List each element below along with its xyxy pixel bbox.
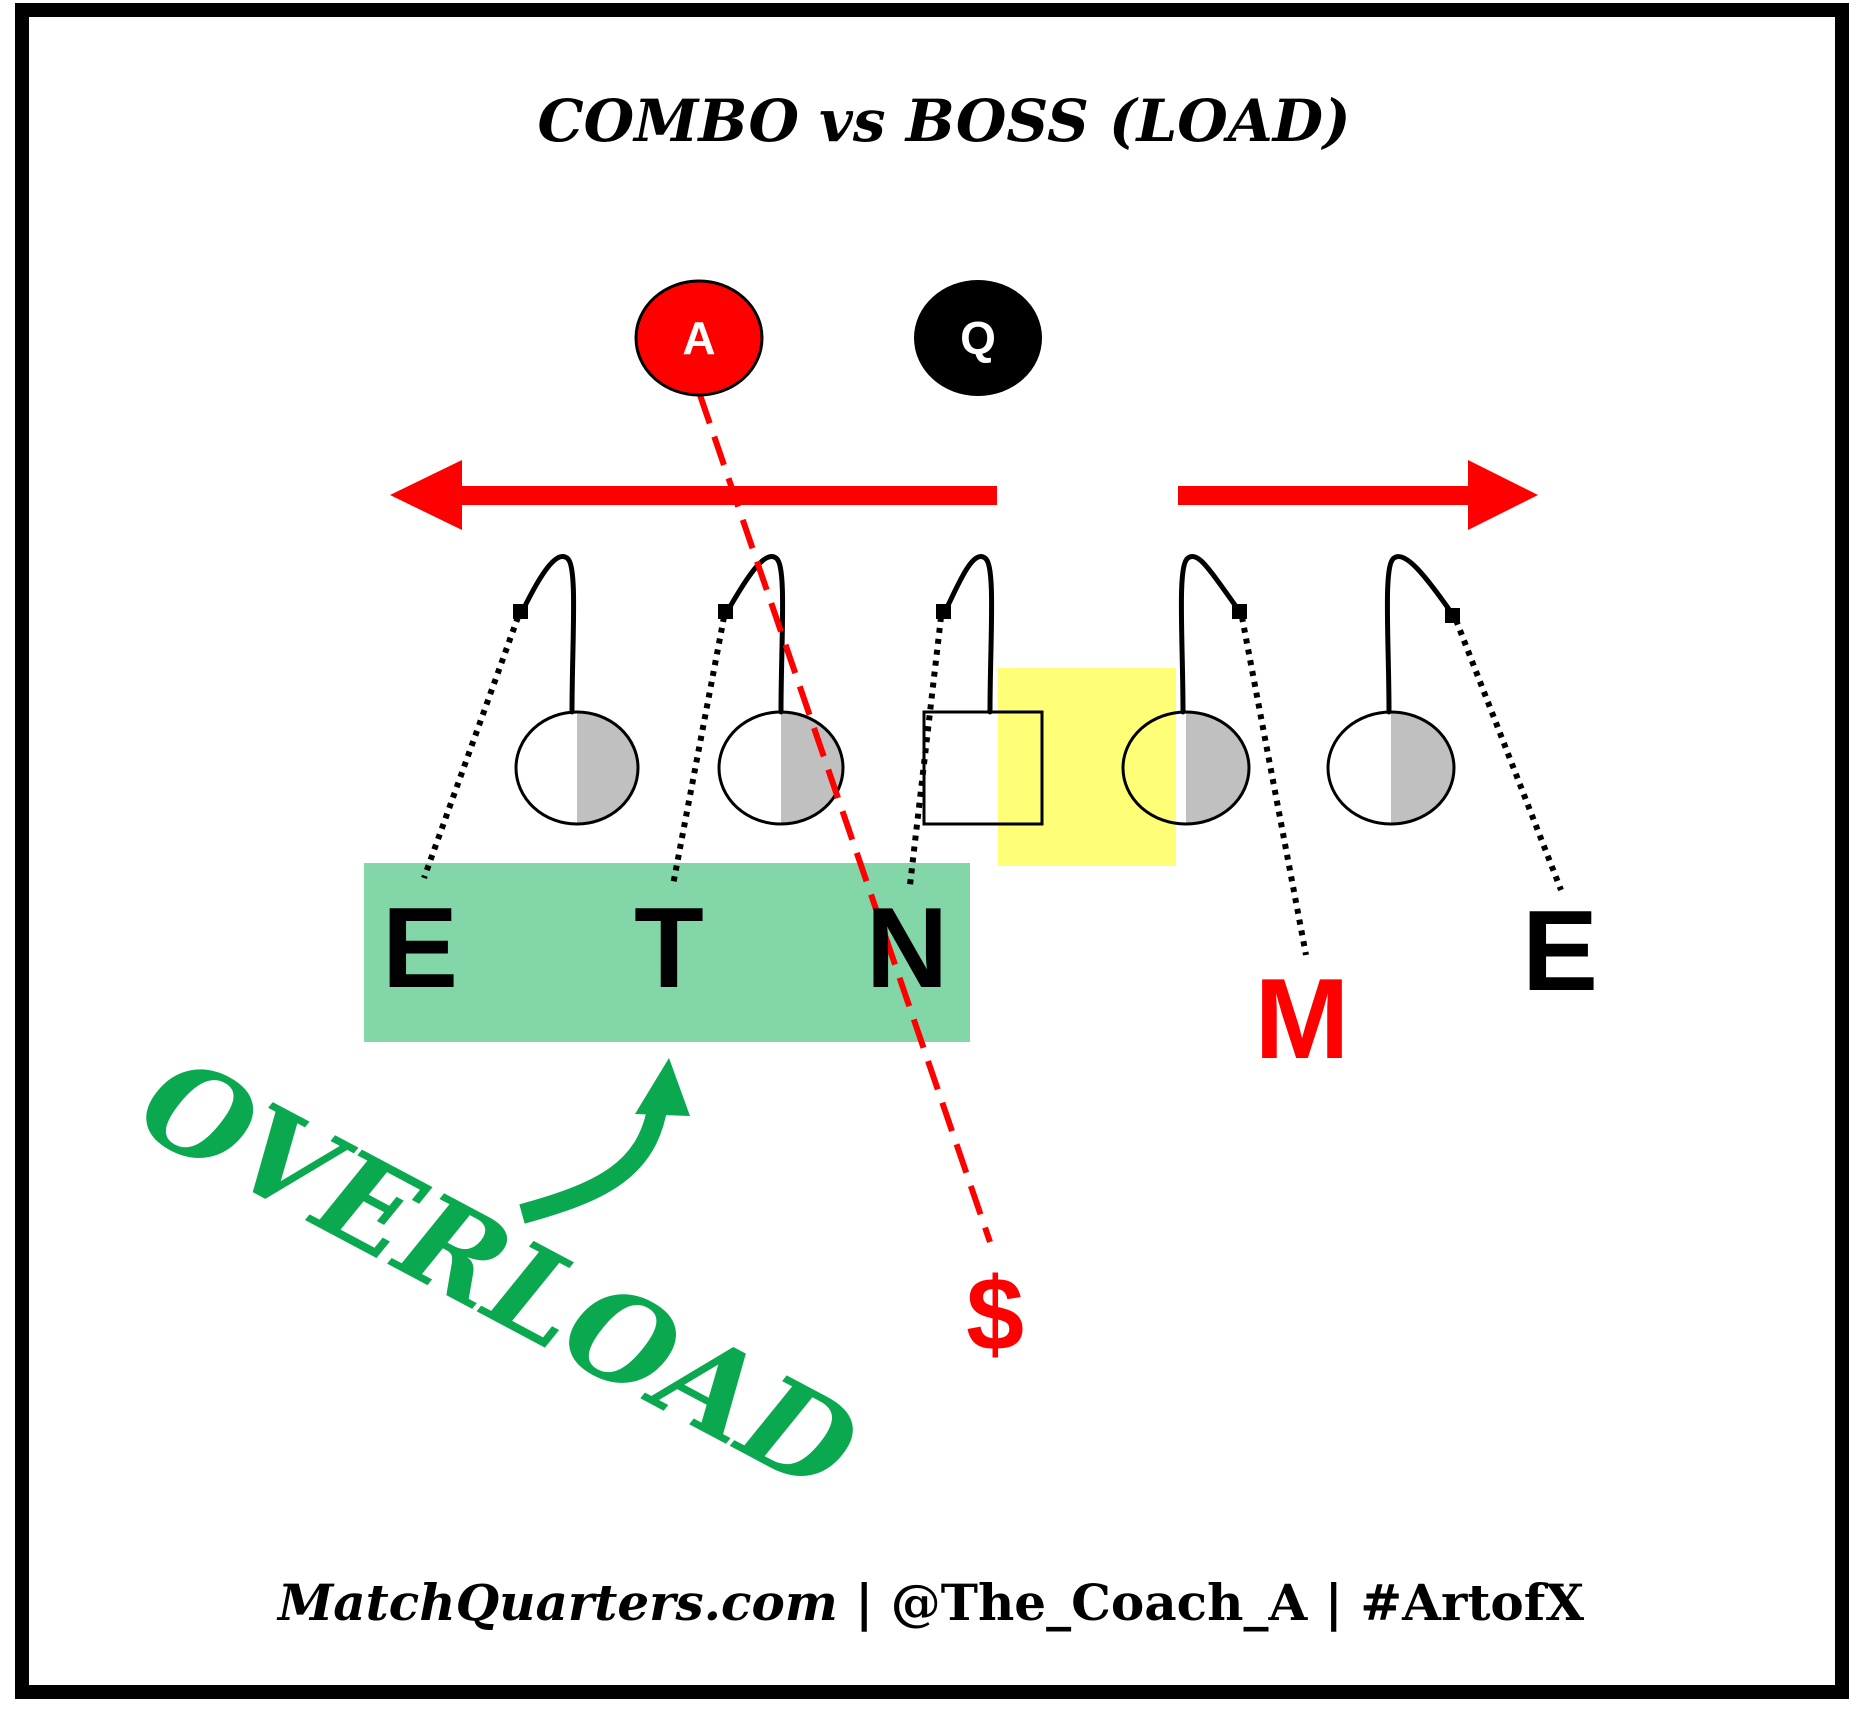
blocking-paths (519, 554, 1456, 715)
diagram-title: COMBO vs BOSS (LOAD) (537, 87, 1350, 155)
offensive-lineman-rg (1121, 710, 1251, 826)
defender-nose: N (866, 885, 948, 1012)
back-q-label: Q (960, 312, 996, 364)
overload-arrow (519, 1058, 690, 1224)
assignment-line-e (421, 615, 521, 880)
back-a: A (634, 279, 764, 397)
defender-mike: M (1255, 956, 1350, 1083)
assignment-line-n (907, 616, 944, 886)
back-a-label: A (682, 312, 715, 364)
block-path-c (942, 554, 995, 715)
block-path-lg (724, 554, 786, 715)
assignment-line-m (1239, 616, 1309, 956)
overload-box (364, 863, 970, 1042)
block-path-rg (1178, 554, 1243, 715)
a-back-path (697, 394, 993, 1243)
footer-credits: MatchQuarters.com | @The_Coach_A | #Arto… (276, 1573, 1584, 1633)
slide-arrow-right (1178, 460, 1538, 530)
assignment-line-t (670, 616, 727, 886)
block-path-rt (1384, 554, 1456, 715)
defender-safety: $ (966, 1257, 1024, 1373)
footer-separator-2: | (1307, 1573, 1360, 1633)
slide-arrow-left (390, 460, 997, 530)
defender-right-end: E (1522, 888, 1598, 1015)
back-q: Q (914, 280, 1042, 396)
block-path-lt (519, 554, 577, 715)
offensive-center (922, 710, 1044, 826)
footer-separator-1: | (838, 1573, 891, 1633)
block-endpoints (513, 604, 1460, 623)
offensive-line (514, 710, 1456, 826)
footer-handle: @The_Coach_A (891, 1573, 1309, 1632)
defender-tackle: T (634, 885, 704, 1012)
footer-site: MatchQuarters.com (276, 1573, 838, 1632)
footer-hashtag: #ArtofX (1360, 1573, 1584, 1632)
assignment-lines (421, 615, 1564, 956)
defender-left-end: E (382, 885, 458, 1012)
offensive-lineman-lt (514, 710, 640, 826)
outer-frame (15, 3, 1849, 1699)
assignment-line-e-right (1453, 618, 1564, 892)
bubble-highlight (998, 668, 1176, 866)
